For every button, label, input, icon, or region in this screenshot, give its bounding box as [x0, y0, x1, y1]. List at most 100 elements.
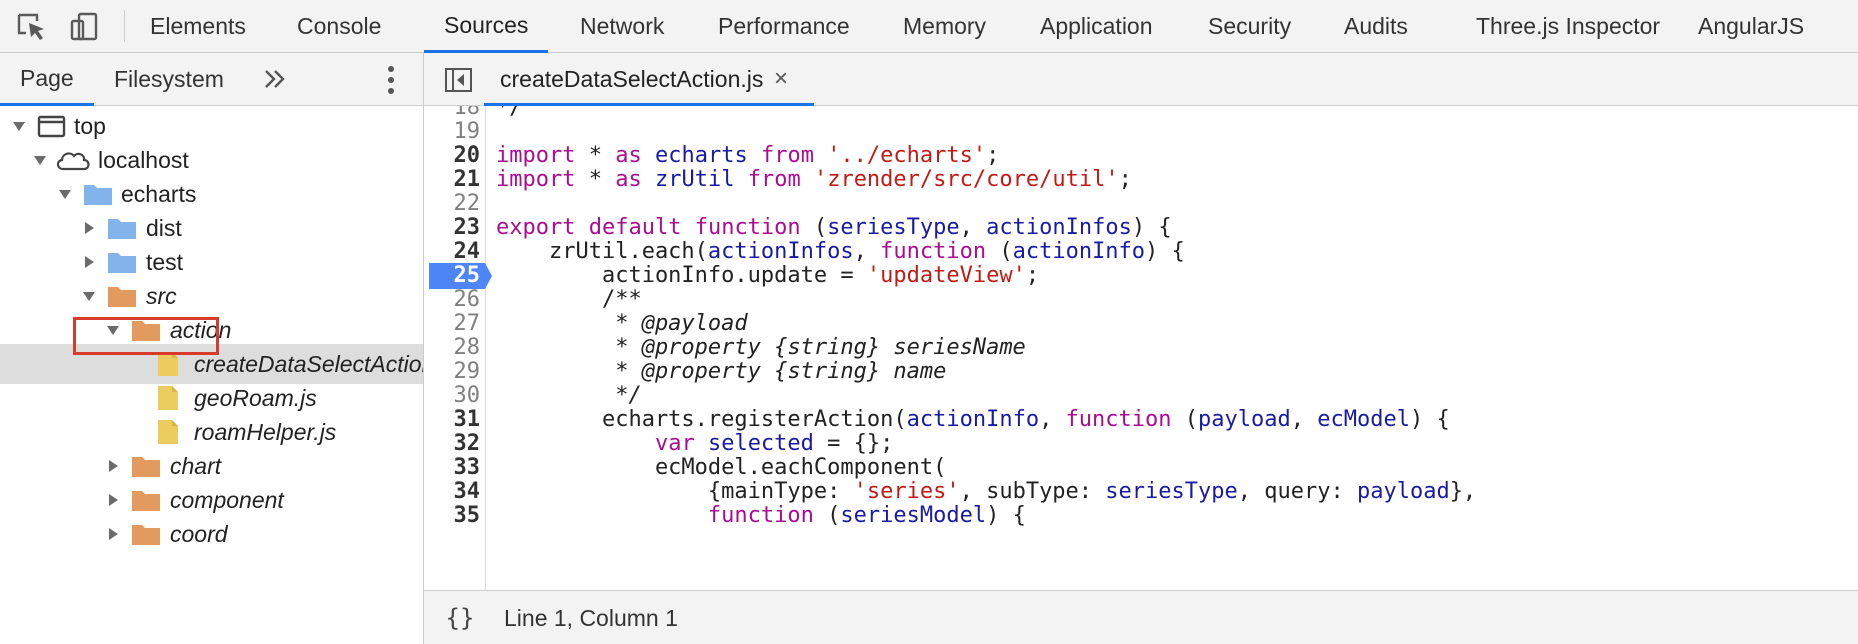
- code-line: 18 */: [424, 106, 1858, 122]
- code-text: /**: [496, 287, 642, 312]
- inspect-element-icon[interactable]: [16, 11, 50, 43]
- tree-item-roamhelper[interactable]: roamHelper.js: [0, 412, 423, 452]
- chevron-double-right-icon[interactable]: [262, 65, 288, 93]
- breakpoint-marker[interactable]: [429, 263, 493, 289]
- line-number[interactable]: 35: [453, 503, 481, 528]
- expand-arrow-icon[interactable]: [33, 153, 47, 167]
- collapse-arrow-icon[interactable]: [106, 459, 120, 473]
- tree-item-georoam[interactable]: geoRoam.js: [0, 378, 423, 418]
- tab-audits[interactable]: Audits: [1344, 13, 1408, 39]
- line-number[interactable]: 30: [453, 383, 481, 408]
- editor-statusbar: {} Line 1, Column 1: [424, 590, 1858, 644]
- tree-item-echarts[interactable]: echarts: [0, 174, 423, 214]
- code-line: 23 export default function (seriesType, …: [424, 214, 1858, 242]
- frame-icon: [37, 115, 66, 138]
- toggle-navigator-icon[interactable]: [444, 66, 474, 94]
- tab-memory[interactable]: Memory: [903, 13, 987, 39]
- code-view[interactable]: 18 */ 19 20 import * as echarts from '..…: [424, 106, 1858, 590]
- tree-item-component[interactable]: component: [0, 480, 423, 520]
- line-number[interactable]: 27: [453, 311, 481, 336]
- line-number[interactable]: 32: [453, 431, 481, 456]
- tab-console[interactable]: Console: [297, 13, 382, 39]
- expand-arrow-icon[interactable]: [58, 187, 72, 201]
- tab-performance[interactable]: Performance: [718, 13, 850, 39]
- tab-sources[interactable]: Sources: [424, 0, 549, 53]
- folder-icon: [108, 219, 136, 239]
- tree-item-localhost[interactable]: localhost: [0, 140, 423, 180]
- line-number[interactable]: 18: [453, 106, 481, 120]
- tab-filesystem[interactable]: Filesystem: [114, 66, 224, 92]
- expand-arrow-icon[interactable]: [106, 323, 120, 337]
- file-tab[interactable]: createDataSelectAction.js ×: [484, 53, 814, 106]
- collapse-arrow-icon[interactable]: [106, 493, 120, 507]
- pretty-print-button[interactable]: {}: [445, 604, 475, 632]
- code-text: */: [496, 106, 523, 120]
- navigator-tabs: Page Filesystem: [0, 53, 423, 106]
- code-line: 20 import * as echarts from '../echarts'…: [424, 142, 1858, 170]
- code-line: 24 zrUtil.each(actionInfos, function (ac…: [424, 238, 1858, 266]
- line-number[interactable]: 23: [453, 215, 481, 240]
- tree-item-label: chart: [170, 453, 222, 479]
- code-text: ecModel.eachComponent(: [496, 455, 947, 480]
- tab-security[interactable]: Security: [1208, 13, 1292, 39]
- code-text: */: [496, 383, 642, 408]
- tab-application[interactable]: Application: [1040, 13, 1153, 39]
- code-line: 31 echarts.registerAction(actionInfo, fu…: [424, 406, 1858, 434]
- code-line: 35 function (seriesModel) {: [424, 502, 1858, 530]
- tree-item-label: echarts: [121, 181, 197, 207]
- line-number-gutter[interactable]: [424, 106, 486, 590]
- code-text: export default function (seriesType, act…: [496, 215, 1172, 240]
- line-number[interactable]: 19: [453, 119, 481, 144]
- collapse-arrow-icon[interactable]: [106, 527, 120, 541]
- close-icon[interactable]: ×: [774, 65, 789, 92]
- tree-item-label: dist: [146, 215, 182, 241]
- line-number[interactable]: 25: [453, 263, 481, 288]
- tree-item-label: action: [170, 317, 232, 343]
- tab-elements[interactable]: Elements: [150, 13, 246, 39]
- collapse-arrow-icon[interactable]: [82, 221, 96, 235]
- tree-item-src[interactable]: src: [0, 276, 423, 316]
- devtools-toolbar: Elements Console Sources Network Perform…: [0, 0, 1858, 53]
- expand-arrow-icon[interactable]: [12, 119, 26, 133]
- code-text: zrUtil.each(actionInfos, function (actio…: [496, 239, 1185, 264]
- code-line: 29 * @property {string} name: [424, 358, 1858, 386]
- tab-page[interactable]: Page: [0, 53, 94, 106]
- tree-item-action[interactable]: action: [0, 310, 423, 350]
- folder-icon: [132, 457, 160, 477]
- tree-item-top[interactable]: top: [0, 106, 423, 146]
- vertical-ellipsis-icon[interactable]: [381, 63, 401, 97]
- tree-item-createdataselectaction[interactable]: createDataSelectAction.js: [0, 344, 423, 384]
- line-number[interactable]: 28: [453, 335, 481, 360]
- code-line: 32 var selected = {};: [424, 430, 1858, 458]
- tree-item-chart[interactable]: chart: [0, 446, 423, 486]
- cloud-icon: [56, 152, 90, 171]
- tree-item-label: coord: [170, 521, 228, 547]
- line-number[interactable]: 33: [453, 455, 481, 480]
- line-number[interactable]: 34: [453, 479, 481, 504]
- file-icon: [158, 352, 178, 376]
- folder-icon: [108, 253, 136, 273]
- line-number[interactable]: 24: [453, 239, 481, 264]
- line-number[interactable]: 26: [453, 287, 481, 312]
- device-toolbar-icon[interactable]: [68, 11, 102, 43]
- expand-arrow-icon[interactable]: [82, 289, 96, 303]
- tree-item-dist[interactable]: dist: [0, 208, 423, 248]
- line-number[interactable]: 21: [453, 167, 481, 192]
- tree-item-test[interactable]: test: [0, 242, 423, 282]
- tree-item-coord[interactable]: coord: [0, 514, 423, 554]
- code-line: 26 /**: [424, 286, 1858, 314]
- code-text: {mainType: 'series', subType: seriesType…: [496, 479, 1477, 504]
- code-text: echarts.registerAction(actionInfo, funct…: [496, 407, 1450, 432]
- tree-item-label: src: [146, 283, 177, 309]
- tab-threejs-inspector[interactable]: Three.js Inspector: [1476, 13, 1661, 39]
- tab-angularjs[interactable]: AngularJS: [1698, 13, 1805, 39]
- line-number[interactable]: 20: [453, 143, 481, 168]
- line-number[interactable]: 29: [453, 359, 481, 384]
- line-number[interactable]: 31: [453, 407, 481, 432]
- folder-icon: [84, 185, 112, 205]
- collapse-arrow-icon[interactable]: [82, 255, 96, 269]
- line-number[interactable]: 22: [453, 191, 481, 216]
- folder-icon: [108, 287, 136, 307]
- tab-network[interactable]: Network: [580, 13, 665, 39]
- code-text: actionInfo.update = 'updateView';: [496, 263, 1040, 288]
